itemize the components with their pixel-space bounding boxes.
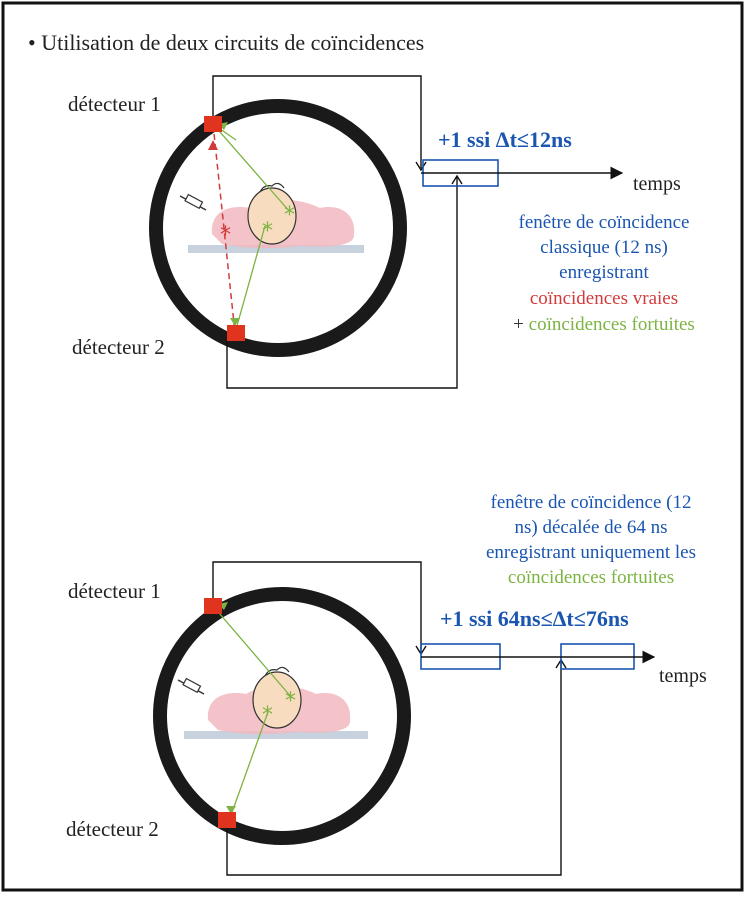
detector-ring xyxy=(149,99,407,357)
desc-line-2: classique (12 ns) xyxy=(540,237,668,258)
detector-1-b xyxy=(204,598,222,614)
wire-1-arrow xyxy=(415,161,427,172)
random-emission-marker-2-2: * xyxy=(262,703,273,728)
desc-line-1: fenêtre de coïncidence xyxy=(519,212,690,233)
wire-2-detector-2 xyxy=(226,662,562,876)
random-emission-marker-2-1: * xyxy=(285,689,296,714)
true-coincidences-label: coïncidences vraies xyxy=(530,288,678,309)
detector-1-label: détecteur 1 xyxy=(68,92,161,116)
random-coincidences-line: + coïncidences fortuites xyxy=(513,314,695,335)
green-arrowhead-2-bottom xyxy=(226,806,236,814)
wire-detector-2 xyxy=(226,177,458,389)
detector-ring-2 xyxy=(153,587,411,845)
detector-2 xyxy=(227,325,245,341)
random-emission-marker-2: * xyxy=(262,219,273,244)
desc2-line-2: ns) décalée de 64 ns xyxy=(515,517,668,538)
patient-head-2 xyxy=(252,671,302,729)
page-title: • Utilisation de deux circuits de coïnci… xyxy=(28,30,424,55)
random-emission-marker-1: * xyxy=(284,203,295,228)
desc-line-3: enregistrant xyxy=(559,262,649,283)
random-coincidences-label: coïncidences fortuites xyxy=(529,314,695,335)
time-axis-label-2: temps xyxy=(659,665,707,687)
desc2-line-1: fenêtre de coïncidence (12 xyxy=(491,492,692,513)
true-emission-marker: * xyxy=(220,223,231,248)
detector-2-label: détecteur 2 xyxy=(72,335,165,359)
wire-2-detector-1 xyxy=(212,561,422,652)
rule-label-2: +1 ssi 64ns≤Δt≤76ns xyxy=(440,606,629,631)
panel-delayed-window: fenêtre de coïncidence (12 ns) décalée d… xyxy=(66,492,707,876)
random-line-2-1 xyxy=(212,605,293,699)
wire-2-arrow xyxy=(451,174,463,185)
bed xyxy=(188,245,364,253)
panel-classic-window: * * * détecteur 1 détecteur 2 +1 ssi Δt≤… xyxy=(68,75,695,389)
detector-1 xyxy=(204,116,222,132)
desc2-line-3: enregistrant uniquement les xyxy=(486,542,696,563)
random-line-1 xyxy=(212,123,291,213)
green-arrowhead-bottom xyxy=(230,318,240,326)
hair xyxy=(259,182,285,193)
syringe-icon xyxy=(179,193,207,211)
syringe-icon-2 xyxy=(177,677,205,695)
plus-sign: + xyxy=(513,314,528,335)
random-line-2-2 xyxy=(229,711,269,819)
patient-head xyxy=(247,187,297,245)
bed-2 xyxy=(184,731,368,739)
random-coincidences-label-2: coïncidences fortuites xyxy=(508,567,674,588)
rule-label: +1 ssi Δt≤12ns xyxy=(438,127,572,152)
wire-detector-1 xyxy=(212,75,422,168)
detector-2-b xyxy=(218,812,236,828)
detector-2-label-2: détecteur 2 xyxy=(66,817,159,841)
time-axis-label: temps xyxy=(633,173,681,195)
hair-2 xyxy=(264,666,290,677)
random-line-2 xyxy=(234,225,266,334)
red-arrowhead xyxy=(208,140,218,150)
true-coincidence-line xyxy=(212,123,236,334)
detector-1-label-2: détecteur 1 xyxy=(68,579,161,603)
